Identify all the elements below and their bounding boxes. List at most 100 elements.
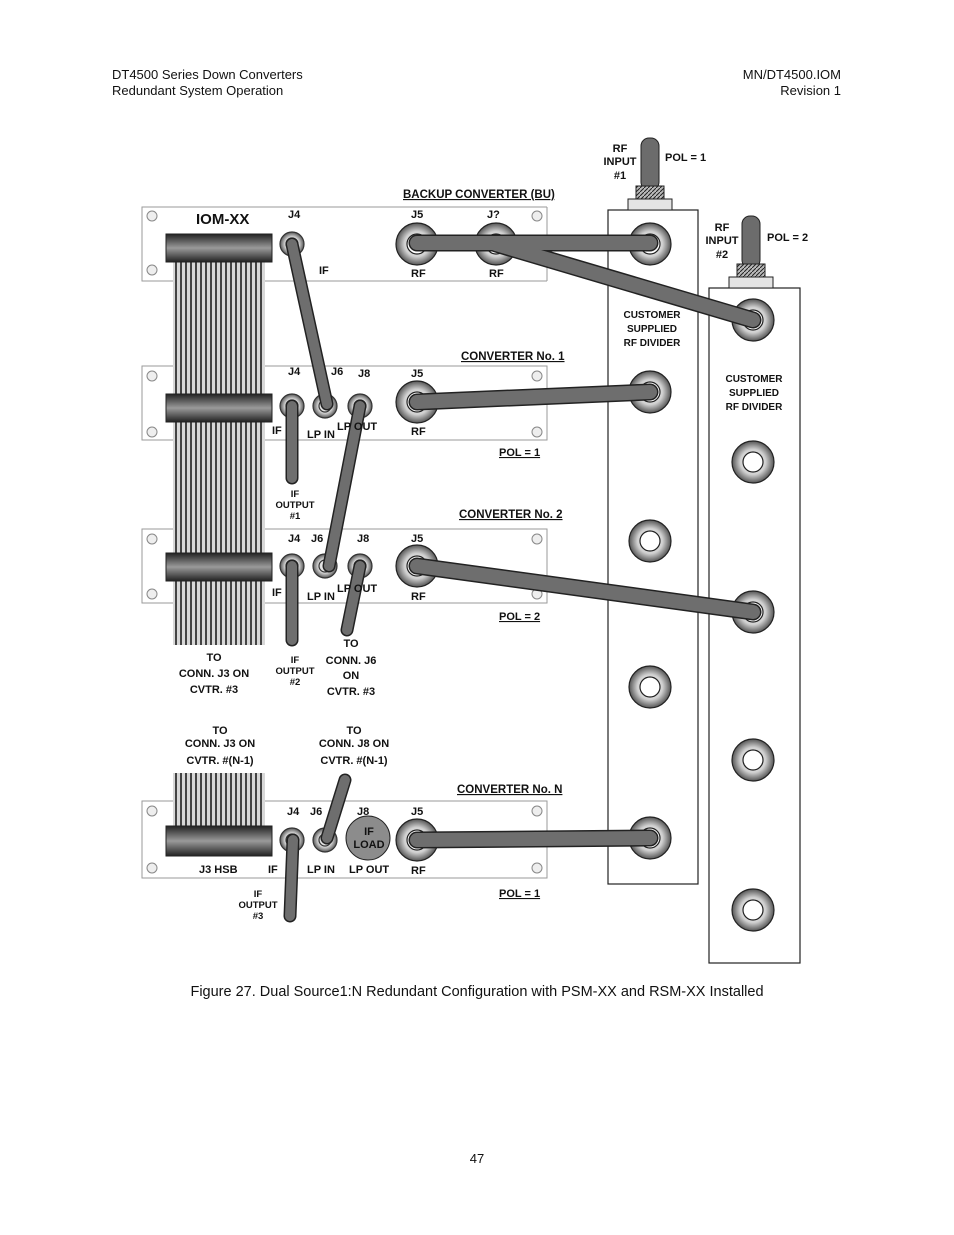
- cn-rf-label: RF: [411, 865, 426, 877]
- svg-text:RF DIVIDER: RF DIVIDER: [624, 338, 681, 349]
- to-conn-j3-cvtr3-note: TO CONN. J3 ON CVTR. #3: [179, 652, 249, 696]
- cn-j3hsb-label: J3 HSB: [199, 864, 238, 876]
- c2-pol-label: POL = 2: [499, 611, 540, 623]
- svg-text:OUTPUT: OUTPUT: [238, 900, 277, 911]
- bu-if-label: IF: [319, 265, 329, 277]
- pol-1-input-label: POL = 1: [665, 152, 706, 164]
- bu-rf-label-2: RF: [489, 268, 504, 280]
- bu-j4-label: J4: [288, 209, 301, 221]
- if-output-2-label: IF OUTPUT #2: [275, 655, 314, 688]
- divider-2-label: CUSTOMER SUPPLIED RF DIVIDER: [725, 374, 783, 413]
- svg-text:CUSTOMER: CUSTOMER: [623, 310, 681, 321]
- converter-2-panel: [141, 528, 548, 604]
- c2-lpout-label: LP OUT: [337, 583, 377, 595]
- if-load-terminator: [345, 815, 391, 861]
- c1-lpout-label: LP OUT: [337, 421, 377, 433]
- svg-text:SUPPLIED: SUPPLIED: [729, 388, 779, 399]
- cn-pol-label: POL = 1: [499, 888, 540, 900]
- svg-text:CUSTOMER: CUSTOMER: [725, 374, 783, 385]
- svg-text:CONN. J3 ON: CONN. J3 ON: [179, 668, 249, 680]
- backup-converter-title: BACKUP CONVERTER (BU): [403, 189, 555, 201]
- svg-text:RF: RF: [613, 143, 628, 155]
- svg-text:IF: IF: [291, 489, 300, 500]
- c1-rf-label: RF: [411, 426, 426, 438]
- c1-j4-label: J4: [288, 366, 301, 378]
- svg-text:OUTPUT: OUTPUT: [275, 500, 314, 511]
- svg-text:CONN. J8 ON: CONN. J8 ON: [319, 738, 389, 750]
- c1-lpin-label: LP IN: [307, 429, 335, 441]
- header-left: DT4500 Series Down Converters Redundant …: [112, 67, 303, 99]
- cn-lpin-label: LP IN: [307, 864, 335, 876]
- to-conn-j6-cvtr3-note: TO CONN. J6 ON CVTR. #3: [326, 638, 377, 698]
- panel-screws: [146, 210, 543, 874]
- page-number: 47: [469, 1151, 485, 1166]
- c1-j8-label: J8: [358, 368, 370, 380]
- c2-lpin-label: LP IN: [307, 591, 335, 603]
- rf-cables: [408, 234, 762, 849]
- doc-section: Redundant System Operation: [112, 83, 284, 98]
- svg-text:#1: #1: [614, 170, 626, 182]
- svg-text:ON: ON: [343, 670, 360, 682]
- svg-text:TO: TO: [346, 725, 362, 737]
- svg-text:#3: #3: [253, 911, 264, 922]
- svg-text:INPUT: INPUT: [706, 235, 739, 247]
- svg-text:LOAD: LOAD: [353, 839, 384, 851]
- iom-ribbon-cable: [165, 233, 273, 857]
- svg-text:IF: IF: [254, 889, 263, 900]
- svg-text:CONN. J6: CONN. J6: [326, 655, 377, 667]
- svg-text:TO: TO: [343, 638, 359, 650]
- cn-j8-label: J8: [357, 806, 369, 818]
- svg-text:CVTR. #(N-1): CVTR. #(N-1): [186, 755, 254, 767]
- rf-input-2-connector: [728, 215, 774, 289]
- c2-j4-label: J4: [288, 533, 301, 545]
- svg-text:INPUT: INPUT: [604, 156, 637, 168]
- svg-text:CVTR. #(N-1): CVTR. #(N-1): [320, 755, 388, 767]
- svg-text:IF: IF: [364, 826, 374, 838]
- converter-2-title: CONVERTER No. 2: [459, 509, 563, 521]
- c1-j5-label: J5: [411, 368, 423, 380]
- doc-number: MN/DT4500.IOM: [742, 67, 841, 82]
- if-cables: [283, 237, 367, 923]
- svg-text:RF: RF: [715, 222, 730, 234]
- if-load-label: IF LOAD: [353, 826, 384, 851]
- svg-text:RF DIVIDER: RF DIVIDER: [726, 402, 783, 413]
- svg-text:SUPPLIED: SUPPLIED: [627, 324, 677, 335]
- svg-text:CONN. J3 ON: CONN. J3 ON: [185, 738, 255, 750]
- svg-text:OUTPUT: OUTPUT: [275, 666, 314, 677]
- c1-j6-label: J6: [331, 366, 343, 378]
- c1-if-label: IF: [272, 425, 282, 437]
- converter-1-title: CONVERTER No. 1: [461, 351, 565, 363]
- doc-title: DT4500 Series Down Converters: [112, 67, 303, 82]
- bu-jq-label: J?: [487, 209, 500, 221]
- figure-caption: Figure 27. Dual Source1:N Redundant Conf…: [190, 984, 764, 1000]
- svg-text:CVTR. #3: CVTR. #3: [190, 684, 238, 696]
- header-right: MN/DT4500.IOM Revision 1: [743, 67, 841, 99]
- c2-j6-label: J6: [311, 533, 323, 545]
- bu-j5-label: J5: [411, 209, 423, 221]
- bu-rf-label-1: RF: [411, 268, 426, 280]
- c2-j8-label: J8: [357, 533, 369, 545]
- rf-input-2-label: RF INPUT #2: [706, 222, 739, 261]
- svg-text:CVTR. #3: CVTR. #3: [327, 686, 375, 698]
- svg-text:#1: #1: [290, 511, 301, 522]
- c2-if-label: IF: [272, 587, 282, 599]
- pol-2-input-label: POL = 2: [767, 232, 808, 244]
- c2-rf-label: RF: [411, 591, 426, 603]
- cn-j5-label: J5: [411, 806, 423, 818]
- c2-j5-label: J5: [411, 533, 423, 545]
- if-output-1-label: IF OUTPUT #1: [275, 489, 314, 522]
- cn-lpout-label: LP OUT: [349, 864, 389, 876]
- c1-pol-label: POL = 1: [499, 447, 540, 459]
- rf-input-1-connector: [627, 137, 673, 211]
- divider-1-label: CUSTOMER SUPPLIED RF DIVIDER: [623, 310, 681, 349]
- svg-text:TO: TO: [206, 652, 222, 664]
- svg-text:IF: IF: [291, 655, 300, 666]
- rf-input-1-label: RF INPUT #1: [604, 143, 637, 182]
- iom-label: IOM-XX: [196, 211, 249, 228]
- to-conn-j3-cvtrn1-note: TO CONN. J3 ON CVTR. #(N-1): [185, 725, 255, 767]
- doc-revision: Revision 1: [780, 83, 841, 98]
- svg-text:TO: TO: [212, 725, 228, 737]
- converter-n-title: CONVERTER No. N: [457, 784, 562, 796]
- cn-if-label: IF: [268, 864, 278, 876]
